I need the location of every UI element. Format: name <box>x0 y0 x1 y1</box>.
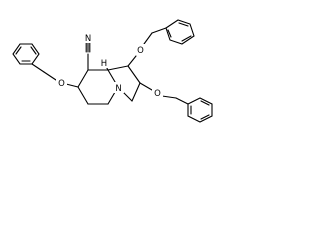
benzyloxy-right <box>139 82 213 123</box>
nitrile-nitrogen-label: N <box>85 34 91 44</box>
oxygen-left-label: O <box>58 79 65 89</box>
molecule-structure: N H N O O O <box>12 19 213 123</box>
hydrogen-label: H <box>101 59 107 69</box>
benzyloxy-left <box>12 43 79 88</box>
nitrile-group <box>85 39 91 71</box>
oxygen-right-label: O <box>154 89 161 99</box>
ring-nitrogen-label: N <box>115 84 121 94</box>
benzyloxy-top <box>127 19 195 67</box>
oxygen-top-label: O <box>137 46 144 56</box>
six-membered-ring <box>77 69 119 105</box>
